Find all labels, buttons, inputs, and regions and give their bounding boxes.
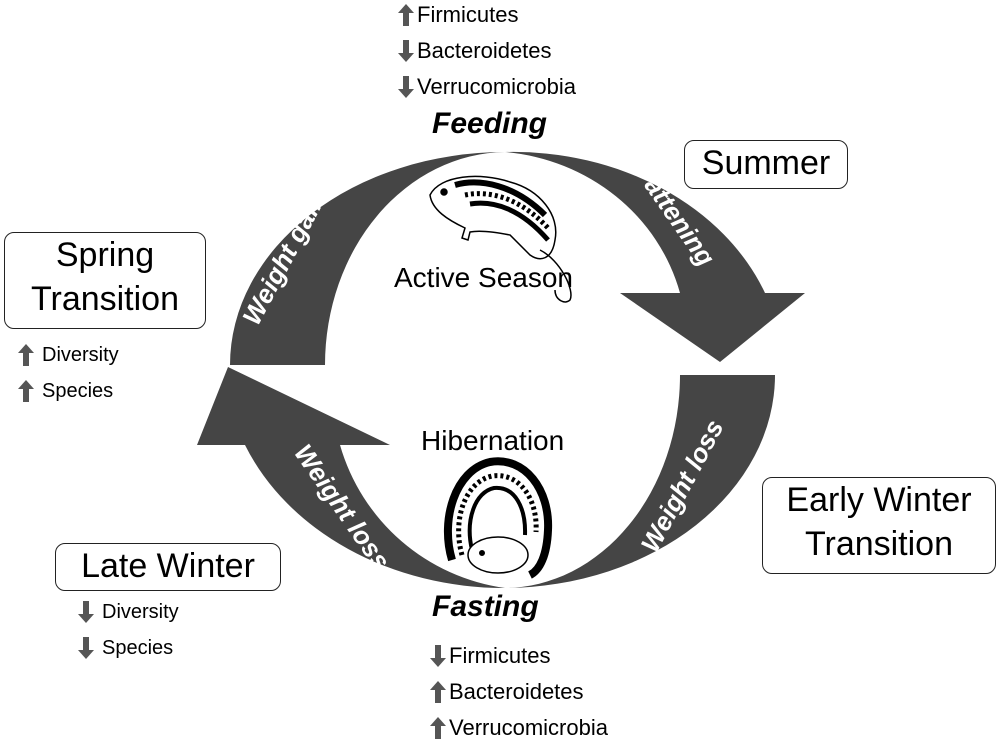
hibernation-label: Hibernation	[421, 425, 565, 456]
late-winter-box: Late Winter	[55, 543, 281, 591]
active-season-label: Active Season	[394, 262, 573, 293]
list-item: Firmicutes	[398, 0, 576, 33]
metric-label: Diversity	[102, 601, 179, 623]
phylum-label: Verrucomicrobia	[417, 74, 576, 99]
down-arrow-icon	[398, 76, 414, 98]
list-item: Species	[18, 373, 119, 409]
list-item: Verrucomicrobia	[398, 69, 576, 105]
up-arrow-icon	[18, 380, 34, 402]
down-arrow-icon	[78, 601, 94, 623]
weight-loss-right-arrow	[505, 375, 775, 588]
list-item: Diversity	[78, 594, 179, 630]
spring-label-line1: Spring	[55, 236, 155, 274]
up-arrow-icon	[430, 717, 446, 739]
metric-label: Species	[42, 380, 114, 402]
early-winter-label-line1: Early Winter	[786, 481, 972, 519]
up-arrow-icon	[398, 4, 414, 26]
early-winter-label-line2: Transition	[804, 525, 954, 563]
down-arrow-icon	[398, 40, 414, 62]
feeding-title: Feeding	[432, 107, 548, 140]
phylum-label: Firmicutes	[417, 2, 519, 27]
weight-gain-arrow	[230, 152, 505, 365]
phylum-label: Bacteroidetes	[449, 679, 584, 704]
spring-transition-box: Spring Transition	[4, 232, 206, 329]
summer-box: Summer	[684, 140, 848, 189]
metric-label: Diversity	[42, 344, 119, 366]
spring-label-line2: Transition	[30, 280, 180, 318]
phylum-label: Firmicutes	[449, 643, 551, 668]
late-winter-diversity-list: Diversity Species	[78, 594, 179, 666]
phylum-label: Verrucomicrobia	[449, 715, 608, 740]
weight-loss-left-arrow	[197, 367, 505, 589]
summer-label: Summer	[701, 144, 831, 182]
hibernating-squirrel-illustration	[443, 457, 553, 579]
metric-label: Species	[102, 637, 174, 659]
fasting-title: Fasting	[432, 590, 539, 623]
active-squirrel-illustration	[429, 175, 572, 303]
fasting-phyla-list: Firmicutes Bacteroidetes Verrucomicrobia	[430, 638, 608, 746]
down-arrow-icon	[430, 645, 446, 667]
list-item: Firmicutes	[430, 638, 608, 674]
down-arrow-icon	[78, 637, 94, 659]
up-arrow-icon	[18, 344, 34, 366]
list-item: Species	[78, 630, 179, 666]
list-item: Bacteroidetes	[398, 33, 576, 69]
list-item: Bacteroidetes	[430, 674, 608, 710]
list-item: Diversity	[18, 337, 119, 373]
fattening-arrow	[505, 151, 805, 362]
early-winter-transition-box: Early Winter Transition	[762, 477, 996, 574]
list-item: Verrucomicrobia	[430, 710, 608, 746]
phylum-label: Bacteroidetes	[417, 38, 552, 63]
up-arrow-icon	[430, 681, 446, 703]
feeding-phyla-list: Firmicutes Bacteroidetes Verrucomicrobia	[398, 0, 576, 105]
spring-diversity-list: Diversity Species	[18, 337, 119, 409]
late-winter-label: Late Winter	[81, 547, 255, 585]
